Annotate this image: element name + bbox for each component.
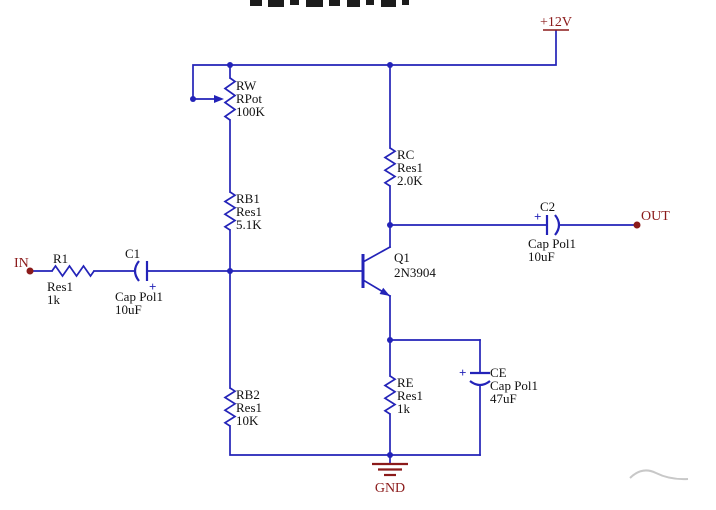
part-label: RPot xyxy=(236,91,262,106)
in-port: IN xyxy=(14,256,34,275)
ref-label: RW xyxy=(236,78,257,93)
part-label: Cap Pol1 xyxy=(115,289,163,304)
ref-label: RE xyxy=(397,375,414,390)
resistor-r1: R1 Res1 1k xyxy=(47,251,95,307)
out-port: OUT xyxy=(633,209,670,229)
part-label: Res1 xyxy=(397,160,423,175)
ref-label: R1 xyxy=(53,251,68,266)
value-label: 1k xyxy=(397,401,411,416)
resistor-body xyxy=(223,387,237,427)
ref-label: CE xyxy=(490,365,507,380)
value-label: 5.1K xyxy=(236,217,262,232)
value-label: 100K xyxy=(236,104,266,119)
wire-top-rail xyxy=(192,30,557,100)
gnd-symbol: GND xyxy=(372,462,408,496)
junction-dot xyxy=(387,222,393,228)
junction-dots xyxy=(190,62,393,458)
wires xyxy=(29,30,638,465)
resistor-re: RE Res1 1k xyxy=(383,375,423,416)
ref-label: C1 xyxy=(125,246,140,261)
junction-dot xyxy=(387,452,393,458)
potentiometer-rw: RW RPot 100K xyxy=(192,77,266,121)
part-label: Res1 xyxy=(47,279,73,294)
value-label: 47uF xyxy=(490,391,517,406)
ref-label: Q1 xyxy=(394,250,410,265)
polarity-mark: + xyxy=(149,279,156,294)
value-label: 10K xyxy=(236,413,259,428)
resistor-body xyxy=(383,375,397,415)
vcc-port: +12V xyxy=(540,15,572,31)
wiper-arrow xyxy=(214,95,224,103)
part-label: 2N3904 xyxy=(394,265,436,280)
polarity-mark: + xyxy=(534,209,541,224)
capacitor-c1: + C1 Cap Pol1 10uF xyxy=(115,246,163,317)
part-label: Cap Pol1 xyxy=(528,236,576,251)
gnd-label: GND xyxy=(375,481,405,496)
value-label: 2.0K xyxy=(397,173,423,188)
out-terminal-dot xyxy=(633,221,641,229)
value-label: 10uF xyxy=(528,249,555,264)
emitter-arrow xyxy=(379,287,390,296)
cropped-title-fragment xyxy=(250,0,409,7)
resistor-body xyxy=(51,264,95,278)
junction-dot xyxy=(227,62,233,68)
ref-label: RB2 xyxy=(236,387,260,402)
collector-lead xyxy=(361,245,392,264)
resistor-rb2: RB2 Res1 10K xyxy=(223,387,262,428)
in-label: IN xyxy=(14,256,29,271)
watermark-scribble xyxy=(629,469,689,481)
part-label: Cap Pol1 xyxy=(490,378,538,393)
capacitor-ce: + CE Cap Pol1 47uF xyxy=(459,365,538,406)
resistor-body xyxy=(223,191,237,231)
part-label: Res1 xyxy=(397,388,423,403)
polarity-mark: + xyxy=(459,365,466,380)
ref-label: RC xyxy=(397,147,414,162)
junction-dot xyxy=(190,96,196,102)
resistor-rc: RC Res1 2.0K xyxy=(383,147,423,188)
part-label: Res1 xyxy=(236,400,262,415)
part-label: Res1 xyxy=(236,204,262,219)
junction-dot xyxy=(387,62,393,68)
ref-label: RB1 xyxy=(236,191,260,206)
value-label: 10uF xyxy=(115,302,142,317)
transistor-q1: Q1 2N3904 xyxy=(361,245,436,298)
curved-plate xyxy=(469,380,491,387)
junction-dot xyxy=(387,337,393,343)
capacitor-c2: + C2 Cap Pol1 10uF xyxy=(528,199,576,264)
out-label: OUT xyxy=(641,209,670,224)
vcc-label: +12V xyxy=(540,15,572,30)
ref-label: C2 xyxy=(540,199,555,214)
curved-plate xyxy=(554,214,561,236)
in-terminal-dot xyxy=(26,267,34,275)
junction-dot xyxy=(227,268,233,274)
resistor-rb1: RB1 Res1 5.1K xyxy=(223,191,262,232)
resistor-body xyxy=(383,147,397,187)
curved-plate xyxy=(133,260,140,282)
value-label: 1k xyxy=(47,292,61,307)
wire-rb2-to-bottom-rail xyxy=(229,425,481,456)
resistor-body xyxy=(223,77,237,121)
